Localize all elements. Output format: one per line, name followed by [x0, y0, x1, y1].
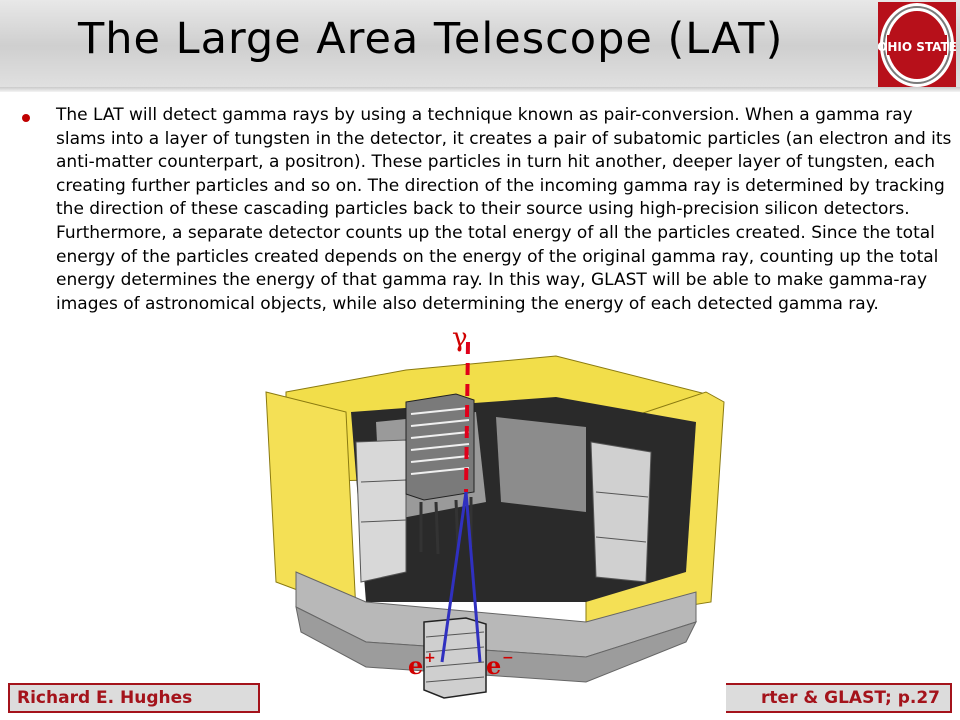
bullet-text: The LAT will detect gamma rays by using … [56, 105, 952, 314]
footer-author: Richard E. Hughes [17, 688, 193, 708]
gamma-label: γ [452, 323, 468, 353]
footer-page-info: rter & GLAST; p.27 [761, 688, 940, 708]
slide-title: The Large Area Telescope (LAT) [78, 14, 784, 64]
footer-author-box: Richard E. Hughes [8, 683, 260, 713]
title-bar: The Large Area Telescope (LAT) OHIO STAT… [0, 0, 960, 92]
positron-label: e [486, 651, 501, 680]
lat-detector-illustration: γ e + e − [265, 323, 725, 699]
bullet-dot [22, 114, 30, 122]
positron-sign: − [502, 650, 514, 666]
electron-label: e [408, 651, 423, 680]
footer-page-box: rter & GLAST; p.27 [726, 683, 952, 713]
ohio-state-logo: OHIO STATE [878, 2, 956, 88]
electron-sign: + [424, 650, 436, 666]
logo-text: OHIO STATE [878, 40, 956, 54]
